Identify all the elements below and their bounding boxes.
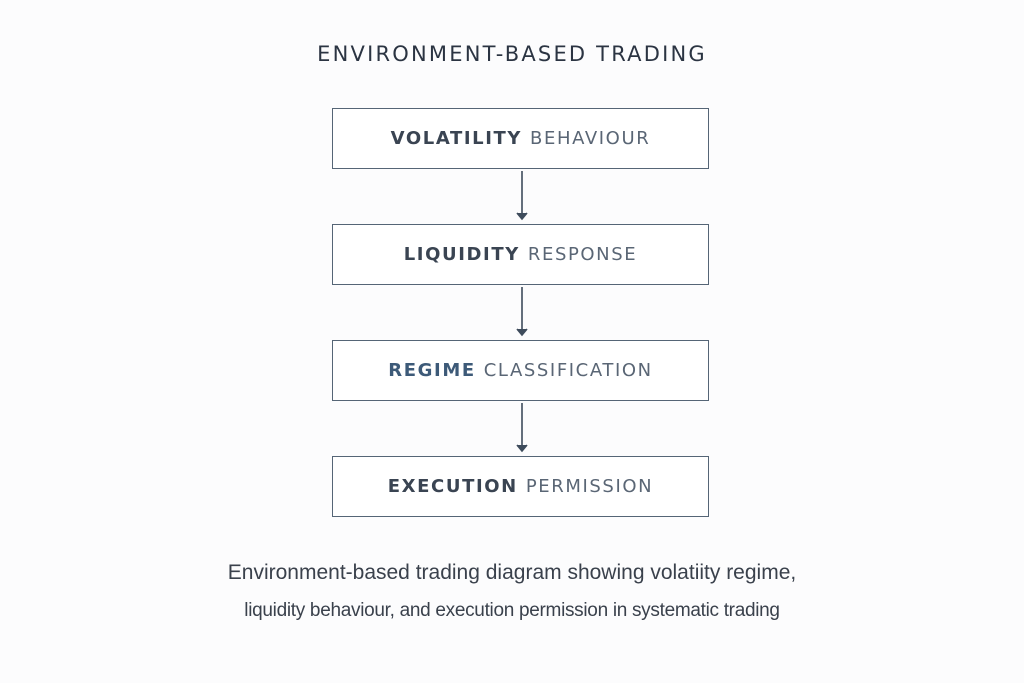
step-keyword: LIQUIDITY — [403, 244, 520, 265]
step-keyword: VOLATILITY — [390, 128, 523, 149]
step-volatility-behaviour: VOLATILITY BEHAVIOUR — [332, 108, 709, 169]
step-label: CLASSIFICATION — [483, 360, 653, 381]
step-label: BEHAVIOUR — [530, 128, 651, 149]
step-keyword: EXECUTION — [387, 476, 518, 497]
step-execution-permission: EXECUTION PERMISSION — [332, 456, 709, 517]
diagram-title: ENVIRONMENT-BASED TRADING — [317, 42, 707, 66]
arrow-down-icon — [516, 171, 528, 221]
caption-line-1: Environment-based trading diagram showin… — [227, 561, 797, 584]
step-label: PERMISSION — [525, 476, 654, 497]
caption-line-2: liquidity behaviour, and execution permi… — [244, 600, 780, 621]
arrow-down-icon — [516, 287, 528, 337]
step-keyword: REGIME — [388, 360, 476, 381]
step-label: RESPONSE — [527, 244, 638, 265]
arrow-down-icon — [516, 403, 528, 453]
step-liquidity-response: LIQUIDITY RESPONSE — [332, 224, 709, 285]
step-regime-classification: REGIME CLASSIFICATION — [332, 340, 709, 401]
